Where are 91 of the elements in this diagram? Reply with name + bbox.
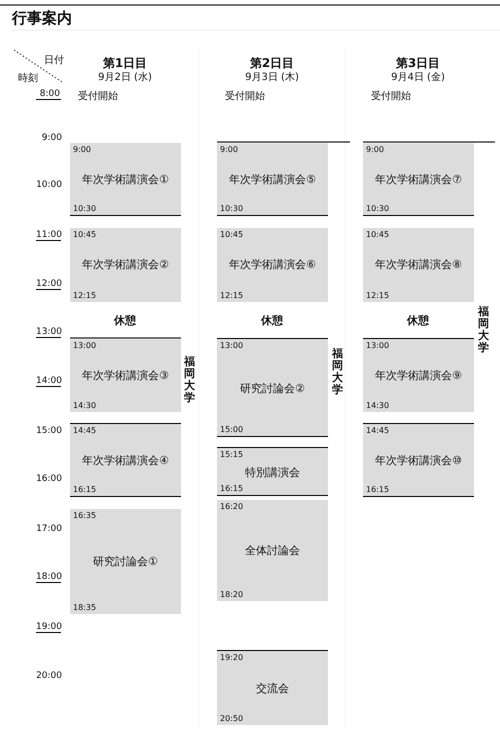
break-label: 休憩 — [112, 313, 137, 328]
end-time: 14:30 — [366, 401, 390, 410]
session-box — [363, 228, 474, 302]
start-time: 10:45 — [73, 230, 96, 239]
session-box — [217, 447, 328, 496]
start-time: 10:45 — [220, 230, 244, 239]
session-title: 特別講演会 — [244, 464, 301, 480]
time-label: 15:00 — [35, 426, 62, 436]
time-label: 9:00 — [40, 133, 62, 143]
time-label: 14:00 — [36, 376, 61, 387]
venue-label: 福岡大学 — [478, 306, 490, 354]
session-title: 年次学術講演会⑥ — [228, 257, 317, 272]
session-box — [70, 423, 181, 497]
reception-label: 受付開始 — [371, 90, 411, 103]
day-heading: 第1日目 — [102, 55, 148, 72]
session-box — [363, 143, 474, 216]
session-box — [217, 228, 328, 302]
session-title: 年次学術講演会⑦ — [374, 172, 463, 186]
axis-heading: 時刻 — [18, 72, 38, 85]
break-label: 休憩 — [406, 313, 430, 328]
time-label: 18:00 — [36, 572, 61, 583]
end-time: 20:50 — [220, 714, 244, 723]
time-label: 11:00 — [36, 230, 61, 241]
venue-label: 福岡大学 — [332, 348, 344, 396]
title: 行事案内 — [12, 9, 72, 28]
session-title: 年次学術講演会① — [81, 172, 170, 186]
time-label: 10:00 — [35, 180, 62, 190]
day-heading: 第3日目 — [394, 55, 442, 72]
end-time: 16:15 — [73, 485, 96, 494]
start-time: 16:35 — [73, 511, 96, 520]
time-label: 12:00 — [36, 279, 61, 290]
end-time: 16:15 — [366, 485, 390, 494]
session-title: 研究討論会① — [92, 554, 159, 568]
session-box — [70, 143, 181, 216]
start-time: 9:00 — [220, 145, 238, 154]
axis-heading: 日付 — [44, 54, 64, 67]
session-title: 年次学術講演会⑨ — [374, 368, 463, 383]
start-time: 13:00 — [220, 341, 244, 350]
session-title: 年次学術講演会④ — [81, 453, 170, 468]
end-time: 18:35 — [73, 603, 96, 612]
session-title: 研究討論会② — [239, 380, 306, 396]
reception-label: 受付開始 — [78, 90, 118, 103]
session-title: 年次学術講演会② — [81, 257, 170, 272]
session-title: 全体討論会 — [244, 542, 301, 558]
break-label: 休憩 — [260, 313, 284, 328]
session-box — [363, 423, 474, 497]
end-time: 16:15 — [220, 484, 244, 493]
end-time: 10:30 — [366, 204, 390, 213]
session-title: 交流会 — [255, 680, 290, 696]
start-time: 16:20 — [220, 502, 244, 511]
session-box — [70, 509, 181, 614]
session-box — [217, 650, 328, 725]
time-label: 8:00 — [36, 89, 61, 100]
session-title: 年次学術講演会③ — [81, 368, 170, 382]
start-time: 15:15 — [220, 450, 244, 459]
session-title: 年次学術講演会⑧ — [374, 257, 463, 272]
session-box — [70, 228, 181, 302]
end-time: 18:20 — [220, 590, 244, 599]
end-time: 10:30 — [73, 204, 96, 213]
venue-label: 福岡大学 — [184, 356, 196, 404]
session-title: 年次学術講演会⑤ — [228, 172, 317, 186]
end-time: 12:15 — [366, 291, 390, 300]
end-time: 15:00 — [220, 425, 244, 434]
end-time: 12:15 — [73, 291, 96, 300]
session-box — [217, 338, 328, 437]
start-time: 14:45 — [366, 426, 390, 435]
date-heading: 9月4日 (金) — [390, 71, 446, 84]
end-time: 14:30 — [73, 401, 96, 410]
time-label: 20:00 — [35, 671, 62, 681]
date-heading: 9月3日 (木) — [244, 70, 300, 84]
start-time: 19:20 — [220, 653, 244, 662]
start-time: 9:00 — [73, 145, 91, 154]
session-box — [70, 339, 181, 412]
end-time: 10:30 — [220, 204, 244, 213]
time-label: 17:00 — [35, 524, 62, 534]
time-label: 13:00 — [36, 327, 61, 338]
start-time: 9:00 — [366, 145, 384, 154]
time-label: 16:00 — [35, 474, 62, 484]
day-heading: 第2日目 — [248, 55, 296, 72]
start-time: 10:45 — [366, 230, 390, 239]
session-box — [217, 143, 328, 216]
start-time: 14:45 — [73, 426, 96, 435]
date-heading: 9月2日 (水) — [97, 70, 153, 84]
end-time: 12:15 — [220, 291, 244, 300]
time-label: 19:00 — [36, 622, 61, 633]
start-time: 13:00 — [366, 341, 390, 350]
session-box — [217, 500, 328, 601]
session-box — [363, 338, 474, 412]
start-time: 13:00 — [73, 341, 96, 350]
reception-label: 受付開始 — [225, 90, 265, 103]
session-title: 年次学術講演会⑩ — [374, 453, 463, 468]
